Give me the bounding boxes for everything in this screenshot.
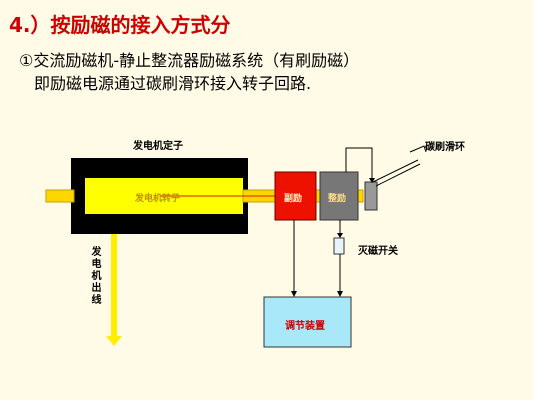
slide-heading: 4.）按励磁的接入方式分 xyxy=(9,13,231,37)
breaker-label: 灭磁开关 xyxy=(358,246,398,257)
slip-ring xyxy=(364,181,378,211)
main-exciter-label: 副励 xyxy=(284,194,303,204)
wire-rectifier-to-slipring xyxy=(345,147,373,182)
brush-line-2 xyxy=(375,163,421,187)
wire-arrow-regulator xyxy=(291,291,297,297)
brush-line-1 xyxy=(372,159,419,183)
output-label: 发电机出线 xyxy=(89,246,100,306)
description-line-1: ①交流励磁机-静止整流器励磁系统（有刷励磁） xyxy=(19,51,360,70)
rotor-label: 发电机转子 xyxy=(135,194,181,204)
main-exciter-block xyxy=(274,171,317,221)
wire-arrow-regulator-2 xyxy=(337,291,343,297)
regulator-label: 调节装置 xyxy=(285,321,325,332)
brush-label: 碳刷滑环 xyxy=(425,142,465,153)
brush-tip xyxy=(409,145,427,153)
breaker-block xyxy=(333,237,345,255)
wire-arrow-slipring xyxy=(369,178,375,183)
stator-label: 发电机定子 xyxy=(133,141,183,152)
rectifier-block xyxy=(319,171,359,221)
rectifier-label: 整励 xyxy=(328,194,347,204)
shaft-left xyxy=(45,189,75,203)
wire-arrow-breaker xyxy=(337,233,343,238)
output-arrow-head xyxy=(106,336,122,346)
output-arrow-shaft xyxy=(111,234,117,336)
regulator-block xyxy=(263,296,352,348)
description-line-2: 即励磁电源通过碳刷滑环接入转子回路. xyxy=(34,74,312,93)
